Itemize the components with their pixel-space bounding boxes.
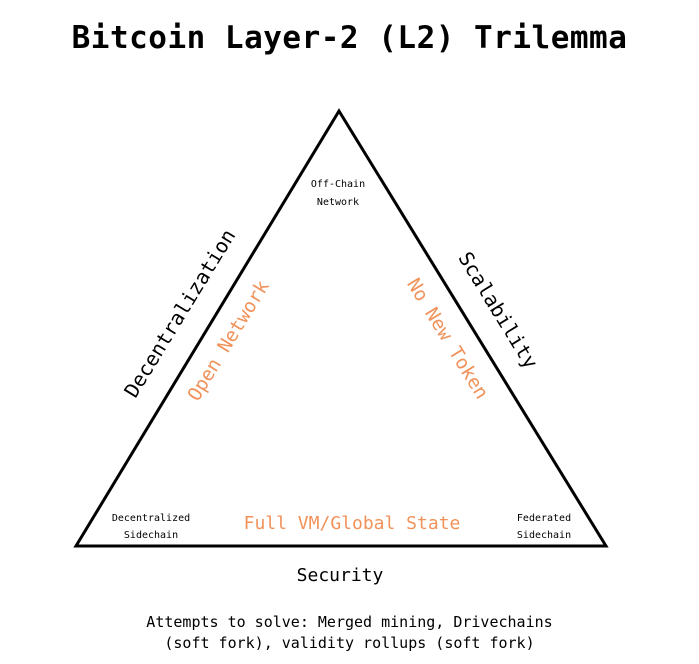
corner-label-bottom-left-line1: Decentralized bbox=[112, 513, 190, 524]
corner-label-top-line2: Network bbox=[317, 197, 359, 208]
corner-label-top-line1: Off-Chain bbox=[311, 179, 365, 190]
diagram-title: Bitcoin Layer-2 (L2) Trilemma bbox=[71, 20, 628, 56]
footer-line-1: Attempts to solve: Merged mining, Drivec… bbox=[146, 613, 553, 631]
corner-label-bottom-right-line2: Sidechain bbox=[517, 530, 571, 541]
footer-line-2: (soft fork), validity rollups (soft fork… bbox=[164, 634, 535, 652]
footer-note: Attempts to solve: Merged mining, Drivec… bbox=[0, 612, 699, 654]
trilemma-triangle bbox=[73, 108, 609, 548]
edge-label-security: Security bbox=[297, 565, 384, 586]
inner-label-full-vm-global-state: Full VM/Global State bbox=[244, 513, 461, 534]
corner-label-bottom-right-line1: Federated bbox=[517, 513, 571, 524]
corner-label-bottom-left-line2: Sidechain bbox=[124, 530, 178, 541]
